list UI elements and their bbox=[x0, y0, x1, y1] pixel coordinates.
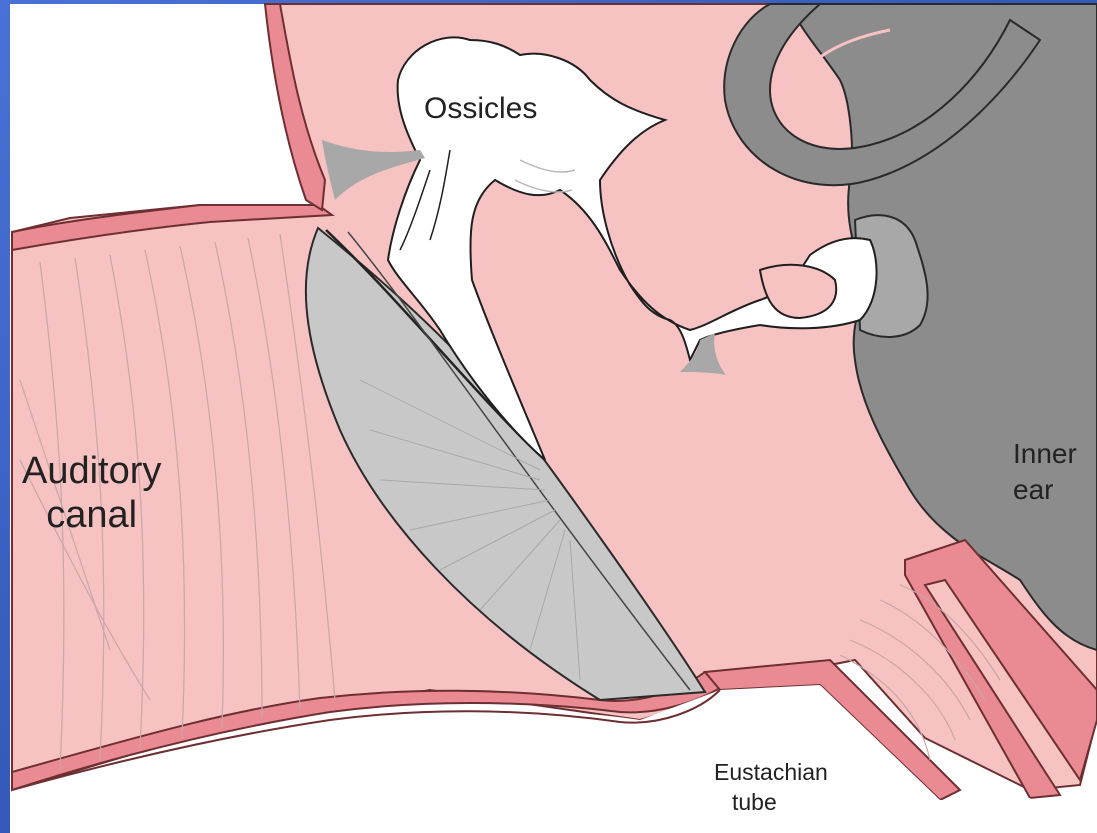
label-eustachian-tube: Eustachian tube bbox=[714, 758, 828, 818]
label-auditory-canal: Auditory canal bbox=[22, 450, 161, 537]
label-eustachian-tube-line2: tube bbox=[714, 788, 828, 818]
label-inner-ear-line2: ear bbox=[1013, 472, 1077, 508]
label-inner-ear-line1: Inner bbox=[1013, 436, 1077, 472]
label-inner-ear: Inner ear bbox=[1013, 436, 1077, 509]
label-ossicles: Ossicles bbox=[424, 92, 537, 126]
label-auditory-canal-line1: Auditory bbox=[22, 450, 161, 494]
label-eustachian-tube-line1: Eustachian bbox=[714, 758, 828, 788]
label-auditory-canal-line2: canal bbox=[22, 494, 161, 538]
